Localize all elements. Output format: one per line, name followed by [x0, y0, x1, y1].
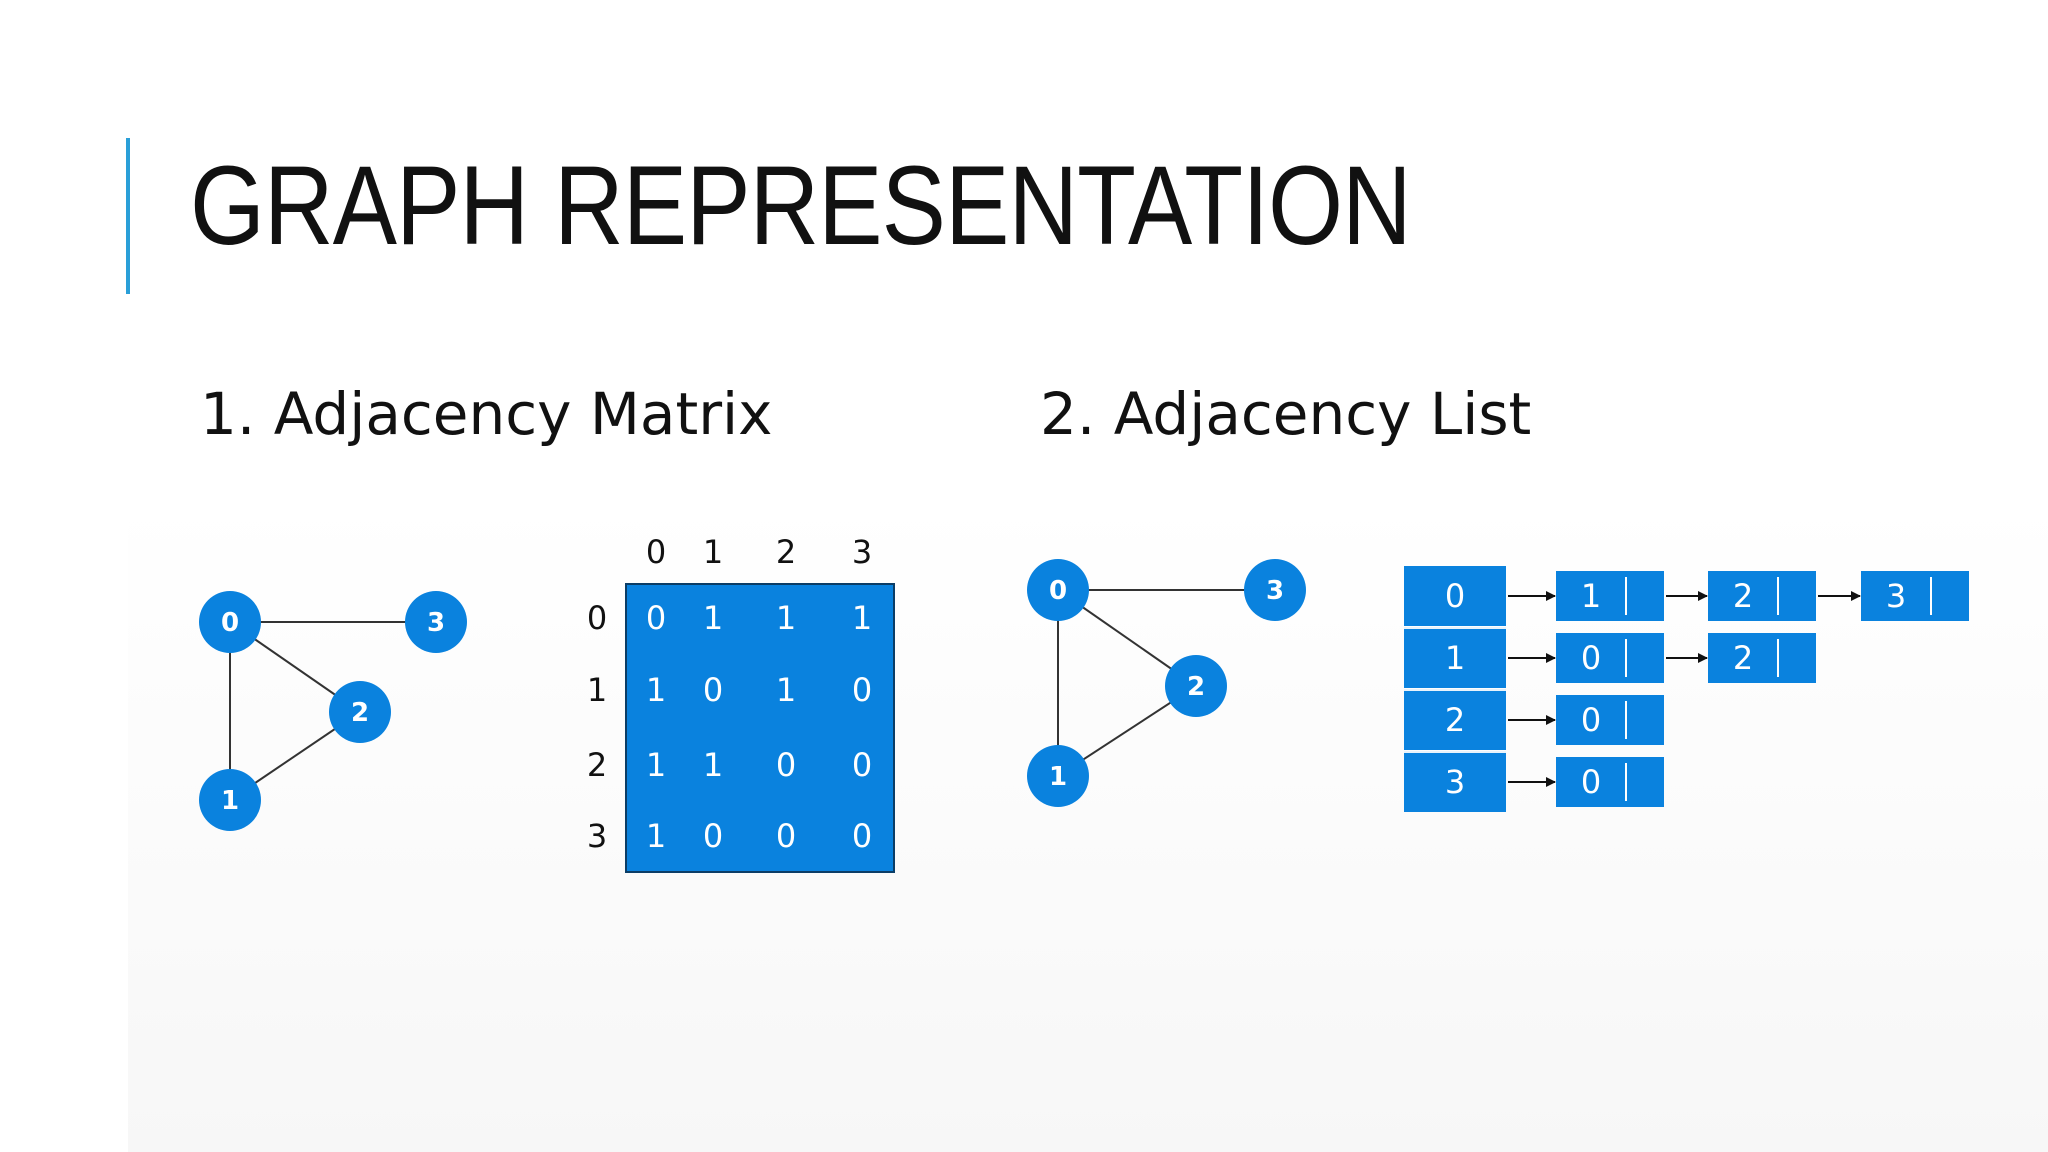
matrix-col-label: 2 — [776, 533, 796, 571]
list-head-cell — [1404, 628, 1506, 688]
matrix-row-label: 0 — [587, 599, 607, 637]
matrix-cell: 1 — [646, 671, 666, 709]
matrix-graph-node-2 — [329, 681, 391, 743]
list-node-label: 1 — [1581, 577, 1601, 615]
list-graph-node-label-1: 1 — [1049, 762, 1067, 792]
list-graph-node-2 — [1165, 655, 1227, 717]
list-head-cell — [1404, 690, 1506, 750]
matrix-cell: 0 — [852, 671, 872, 709]
list-node-cell — [1708, 571, 1816, 621]
title-accent-bar — [126, 138, 130, 294]
matrix-cell: 1 — [646, 817, 666, 855]
matrix-row-label: 2 — [587, 746, 607, 784]
matrix-cell: 1 — [852, 599, 872, 637]
list-head-cell — [1404, 566, 1506, 626]
matrix-col-label: 3 — [852, 533, 872, 571]
list-node-cell — [1708, 633, 1816, 683]
matrix-graph-node-label-0: 0 — [221, 608, 239, 638]
matrix-row-label: 3 — [587, 817, 607, 855]
matrix-col-label: 1 — [703, 533, 723, 571]
list-node-label: 0 — [1581, 701, 1601, 739]
list-head-label: 2 — [1445, 701, 1465, 739]
list-node-label: 2 — [1733, 639, 1753, 677]
matrix-cell: 0 — [776, 817, 796, 855]
matrix-cell: 0 — [852, 817, 872, 855]
matrix-cell: 1 — [646, 746, 666, 784]
matrix-cell: 1 — [776, 599, 796, 637]
matrix-row-label: 1 — [587, 671, 607, 709]
matrix-cell: 0 — [776, 746, 796, 784]
list-node-cell — [1556, 695, 1664, 745]
list-head-label: 1 — [1445, 639, 1465, 677]
matrix-graph-node-3 — [405, 591, 467, 653]
list-node-cell — [1556, 633, 1664, 683]
matrix-cell: 0 — [852, 746, 872, 784]
slide-title: GRAPH REPRESENTATION — [190, 143, 1412, 268]
matrix-cell: 0 — [703, 671, 723, 709]
adjacency-list: 0 1 2 3 1 0 2 2 0 3 0 — [1404, 566, 1969, 812]
matrix-cell: 1 — [703, 599, 723, 637]
heading-adjacency-matrix: 1. Adjacency Matrix — [200, 380, 773, 448]
list-node-cell — [1556, 757, 1664, 807]
list-graph-node-label-0: 0 — [1049, 576, 1067, 606]
matrix-cell: 0 — [646, 599, 666, 637]
matrix-cell: 1 — [776, 671, 796, 709]
list-node-cell — [1861, 571, 1969, 621]
list-head-label: 3 — [1445, 763, 1465, 801]
matrix-cell: 0 — [703, 817, 723, 855]
matrix-example-graph: 0 1 2 3 — [199, 591, 467, 831]
matrix-cell: 1 — [703, 746, 723, 784]
matrix-graph-node-1 — [199, 769, 261, 831]
list-head-label: 0 — [1445, 577, 1465, 615]
matrix-graph-node-label-2: 2 — [351, 698, 369, 728]
list-graph-node-0 — [1027, 559, 1089, 621]
list-graph-node-3 — [1244, 559, 1306, 621]
matrix-col-label: 0 — [646, 533, 666, 571]
list-example-graph: 0 1 2 3 — [1027, 559, 1306, 807]
list-graph-node-label-3: 3 — [1266, 576, 1284, 606]
heading-adjacency-list: 2. Adjacency List — [1040, 380, 1532, 448]
list-node-label: 0 — [1581, 639, 1601, 677]
list-graph-node-1 — [1027, 745, 1089, 807]
list-graph-node-label-2: 2 — [1187, 672, 1205, 702]
list-node-label: 2 — [1733, 577, 1753, 615]
matrix-graph-node-0 — [199, 591, 261, 653]
matrix-graph-node-label-3: 3 — [427, 608, 445, 638]
matrix-graph-node-label-1: 1 — [221, 786, 239, 816]
list-node-label: 0 — [1581, 763, 1601, 801]
matrix-grid-background — [625, 583, 895, 873]
list-node-cell — [1556, 571, 1664, 621]
list-node-label: 3 — [1886, 577, 1906, 615]
list-head-cell — [1404, 752, 1506, 812]
